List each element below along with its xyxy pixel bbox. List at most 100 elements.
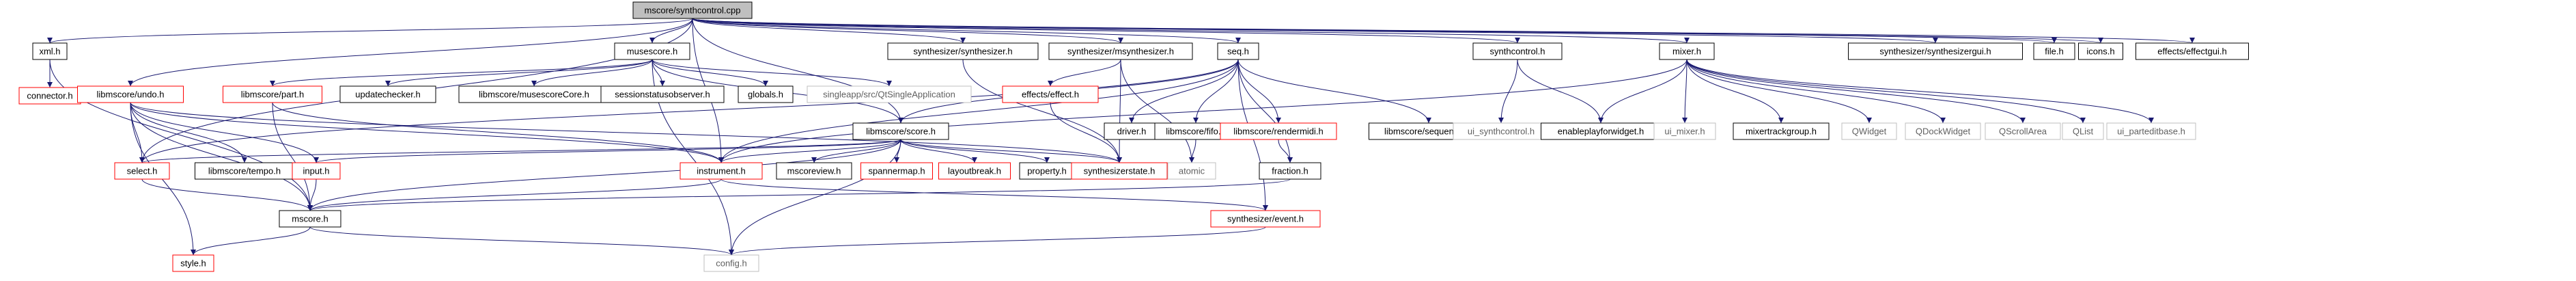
- edge-mscore-to-style: [191, 226, 311, 256]
- node-connector[interactable]: connector.h: [18, 87, 81, 105]
- edge-libscore-to-mscore: [307, 139, 901, 211]
- node-icons[interactable]: icons.h: [2078, 42, 2123, 60]
- node-box: [600, 85, 725, 103]
- edge-seq-to-rendermidi: [1237, 59, 1281, 124]
- node-enableplay[interactable]: enableplayforwidget.h: [1541, 122, 1661, 140]
- node-box: [223, 85, 322, 103]
- edge-libscore-to-mscoreview: [811, 139, 901, 163]
- node-label: mscoreview.h: [787, 165, 841, 176]
- node-box: [1659, 42, 1715, 60]
- edge-libscore-to-synthstate: [900, 139, 1122, 163]
- node-layer: mscore/synthcontrol.cpp xml.h connector.h m…: [18, 1, 2249, 272]
- node-label: libmscore/fifo.h: [1166, 126, 1225, 136]
- node-fifo[interactable]: libmscore/fifo.h: [1154, 122, 1237, 140]
- node-box: [339, 85, 436, 103]
- edge-mixer-to-qdock: [1686, 59, 1946, 124]
- node-label: globals.h: [748, 89, 783, 99]
- node-spannermap[interactable]: spannermap.h: [860, 162, 933, 180]
- node-qdock[interactable]: QDockWidget: [1905, 122, 1981, 140]
- node-label: ui_synthcontrol.h: [1468, 126, 1535, 136]
- node-box: [1019, 162, 1075, 180]
- node-mscore[interactable]: mscore.h: [279, 210, 341, 228]
- node-qwidget[interactable]: QWidget: [1841, 122, 1897, 140]
- edge-musescore-to-qtsingle: [652, 59, 892, 87]
- node-driver[interactable]: driver.h: [1104, 122, 1160, 140]
- node-box: [614, 42, 690, 60]
- node-select[interactable]: select.h: [114, 162, 170, 180]
- node-box: [680, 162, 763, 180]
- node-qscroll[interactable]: QScrollArea: [1985, 122, 2061, 140]
- node-synthcontrol[interactable]: synthcontrol.h: [1472, 42, 1563, 60]
- node-box: [1848, 42, 2023, 60]
- edge-mixer-to-instrument: [718, 59, 1688, 163]
- node-uisynth[interactable]: ui_synthcontrol.h: [1453, 122, 1550, 140]
- node-fraction[interactable]: fraction.h: [1259, 162, 1321, 180]
- node-root: mscore/synthcontrol.cpp: [632, 1, 753, 19]
- node-label: QDockWidget: [1916, 126, 1971, 136]
- node-event[interactable]: synthesizer/event.h: [1210, 210, 1321, 228]
- node-box: [860, 162, 933, 180]
- edge-mixer-to-qlist: [1686, 59, 2086, 124]
- edge-libundo-to-synthstate: [130, 102, 1122, 163]
- node-label: mixertrackgroup.h: [1746, 126, 1817, 136]
- node-label: connector.h: [27, 90, 72, 101]
- node-atomic[interactable]: atomic: [1167, 162, 1216, 180]
- node-style[interactable]: style.h: [172, 254, 214, 272]
- node-updatechecker[interactable]: updatechecker.h: [339, 85, 436, 103]
- edge-root-to-synthesizer: [692, 18, 966, 44]
- node-mixer[interactable]: mixer.h: [1659, 42, 1715, 60]
- node-musescore[interactable]: musescore.h: [614, 42, 690, 60]
- edge-instrument-to-event: [720, 178, 1268, 211]
- node-libpart[interactable]: libmscore/part.h: [223, 85, 322, 103]
- node-libscore[interactable]: libmscore/score.h: [852, 122, 949, 140]
- edge-root-to-synthgui: [692, 18, 1938, 44]
- node-uipartedit[interactable]: ui_parteditbase.h: [2106, 122, 2196, 140]
- node-msynth[interactable]: synthesizer/msynthesizer.h: [1048, 42, 1193, 60]
- node-file[interactable]: file.h: [2033, 42, 2075, 60]
- node-synthstate[interactable]: synthesizerstate.h: [1071, 162, 1168, 180]
- node-input[interactable]: input.h: [292, 162, 341, 180]
- edge-libscore-to-property: [900, 139, 1050, 163]
- node-box: [1220, 122, 1337, 140]
- node-synthesizer[interactable]: synthesizer/synthesizer.h: [887, 42, 1039, 60]
- node-instrument[interactable]: instrument.h: [680, 162, 763, 180]
- node-uimixer[interactable]: ui_mixer.h: [1653, 122, 1716, 140]
- node-sessionstatus[interactable]: sessionstatusobserver.h: [600, 85, 725, 103]
- edge-root-to-synthcontrol: [692, 18, 1520, 44]
- node-label: synthesizer/synthesizer.h: [913, 46, 1012, 56]
- node-box: [776, 162, 852, 180]
- node-museCore[interactable]: libmscore/musescoreCore.h: [458, 85, 610, 103]
- node-label: synthesizer/synthesizergui.h: [1879, 46, 1991, 56]
- node-globals[interactable]: globals.h: [738, 85, 794, 103]
- node-seq[interactable]: seq.h: [1217, 42, 1259, 60]
- node-box: [279, 210, 341, 228]
- edge-seq-to-sequencer: [1237, 59, 1431, 124]
- node-qlist[interactable]: QList: [2062, 122, 2104, 140]
- edge-root-to-musescore: [649, 18, 693, 44]
- edge-seq-to-select: [139, 59, 1239, 163]
- node-label: spannermap.h: [868, 165, 925, 176]
- node-qtsingle[interactable]: singleapp/src/QtSingleApplication: [807, 85, 972, 103]
- node-label: mscore.h: [292, 213, 328, 224]
- edge-mixer-to-enableplay: [1598, 59, 1688, 124]
- node-label: effects/effect.h: [1022, 89, 1079, 99]
- node-layoutbreak[interactable]: layoutbreak.h: [938, 162, 1011, 180]
- node-effect[interactable]: effects/effect.h: [1002, 85, 1099, 103]
- node-config[interactable]: config.h: [703, 254, 759, 272]
- edge-mixer-to-qwidget: [1686, 59, 1872, 124]
- node-rendermidi[interactable]: libmscore/rendermidi.h: [1220, 122, 1337, 140]
- node-mixertrack[interactable]: mixertrackgroup.h: [1733, 122, 1830, 140]
- node-box: [852, 122, 949, 140]
- edge-seq-to-driver: [1129, 59, 1239, 124]
- node-property[interactable]: property.h: [1019, 162, 1075, 180]
- node-mscoreview[interactable]: mscoreview.h: [776, 162, 852, 180]
- node-box: [1071, 162, 1168, 180]
- edge-musescore-to-updatechecker: [385, 59, 653, 87]
- node-xml[interactable]: xml.h: [32, 42, 68, 60]
- node-effectgui[interactable]: effects/effectgui.h: [2136, 42, 2249, 60]
- edge-input-to-mscore: [307, 178, 317, 211]
- node-libundo[interactable]: libmscore/undo.h: [77, 85, 184, 103]
- edge-fifo-to-atomic: [1189, 139, 1196, 163]
- node-synthgui[interactable]: synthesizer/synthesizergui.h: [1848, 42, 2023, 60]
- node-tempo[interactable]: libmscore/tempo.h: [195, 162, 294, 180]
